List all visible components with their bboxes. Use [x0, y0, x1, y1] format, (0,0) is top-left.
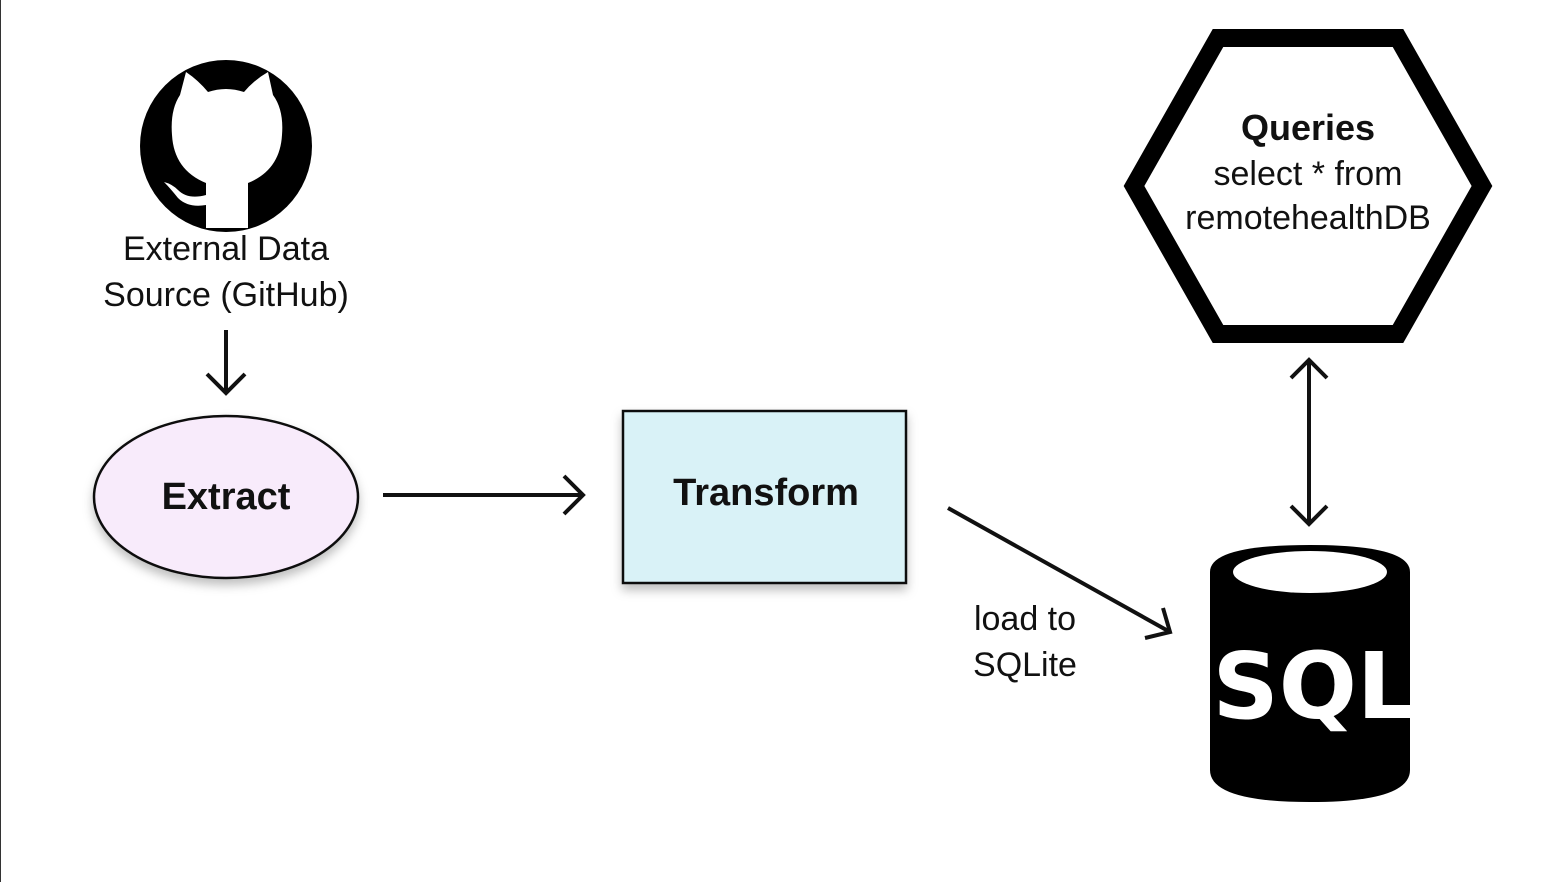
queries-node: Queries select * from remotehealthDB [1123, 29, 1493, 343]
transform-box [621, 409, 908, 585]
canvas-left-border [0, 0, 1, 882]
database-icon: SQL [1210, 545, 1416, 802]
github-icon [140, 60, 312, 232]
extract-node: Extract [92, 414, 360, 580]
load-label-line2: SQLite [973, 646, 1077, 684]
arrow-source-to-extract [205, 330, 247, 396]
transform-label: Transform [673, 472, 859, 514]
queries-hexagon [1123, 29, 1493, 343]
extract-ellipse [92, 414, 360, 580]
arrow-transform-to-database [947, 506, 1173, 640]
source-label-line2: Source (GitHub) [103, 276, 349, 314]
queries-line2: remotehealthDB [1185, 199, 1431, 237]
extract-label: Extract [162, 476, 291, 518]
source-label-line1: External Data [123, 230, 329, 268]
load-label-line1: load to [974, 600, 1076, 638]
arrow-extract-to-transform [383, 474, 586, 516]
queries-title: Queries [1241, 107, 1375, 148]
database-label: SQL [1212, 633, 1415, 740]
arrow-queries-database-bidirectional [1289, 357, 1329, 527]
queries-line1: select * from [1214, 155, 1403, 193]
transform-node: Transform [621, 409, 908, 585]
